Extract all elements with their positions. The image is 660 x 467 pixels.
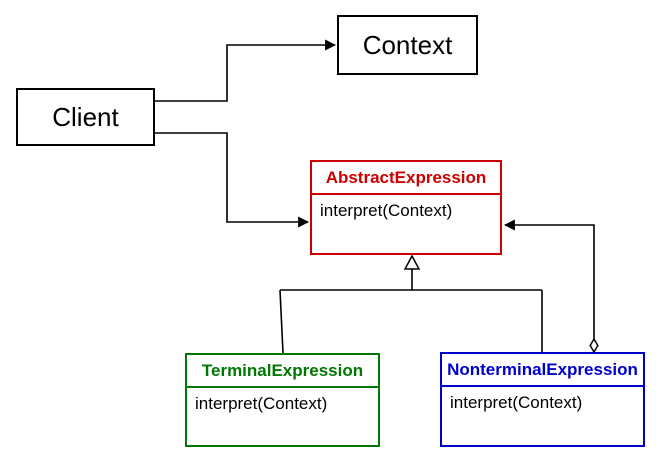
- nonterminal-expression-title: NonterminalExpression: [447, 359, 638, 379]
- edge-nonterminal-to-abstract-expression: [503, 219, 595, 339]
- abstract-expression-header: AbstractExpression: [312, 162, 500, 195]
- node-client-label: Client: [52, 101, 119, 132]
- abstract-expression-method: interpret(Context): [320, 201, 453, 220]
- node-client: Client: [16, 88, 155, 146]
- node-terminal-expression: TerminalExpression interpret(Context): [185, 353, 380, 447]
- aggregation-diamond-icon: [589, 337, 599, 354]
- terminal-expression-method: interpret(Context): [195, 394, 328, 413]
- node-context-label: Context: [362, 29, 453, 60]
- inheritance-triangle-icon: [403, 254, 421, 270]
- edge-terminal-to-abstract-expression: [279, 289, 284, 354]
- node-abstract-expression: AbstractExpression interpret(Context): [310, 160, 502, 255]
- abstract-expression-title: AbstractExpression: [325, 167, 487, 187]
- terminal-expression-title: TerminalExpression: [201, 360, 364, 380]
- edge-client-to-context: [155, 39, 337, 102]
- node-context: Context: [337, 15, 478, 75]
- node-nonterminal-expression: NonterminalExpression interpret(Context): [440, 352, 645, 447]
- nonterminal-expression-method: interpret(Context): [450, 393, 583, 412]
- nonterminal-expression-header: NonterminalExpression: [442, 354, 643, 387]
- edge-client-to-abstract-expression: [155, 132, 310, 228]
- terminal-expression-header: TerminalExpression: [187, 355, 378, 388]
